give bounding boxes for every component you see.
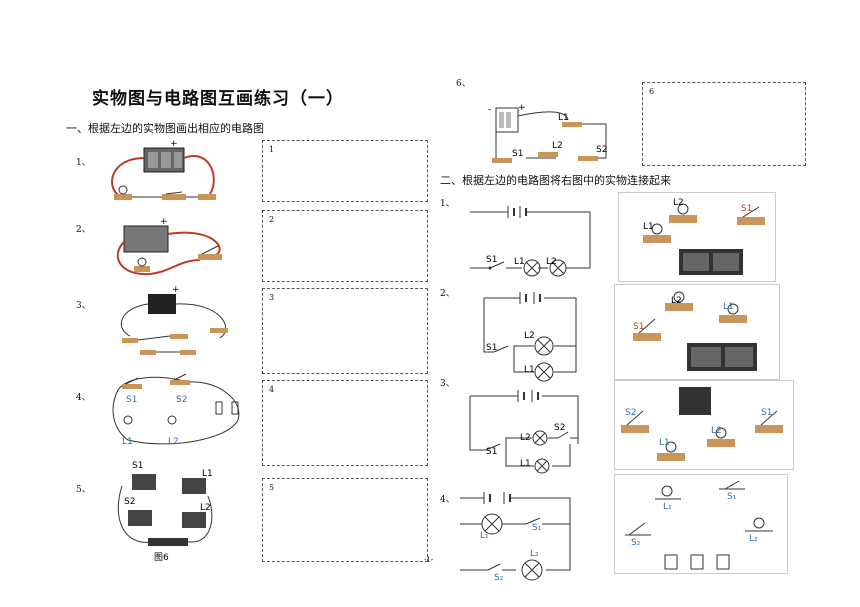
battery-icon (123, 225, 169, 253)
svg-text:L₂: L₂ (749, 534, 758, 544)
svg-text:S₁: S₁ (532, 523, 542, 533)
svg-text:L2: L2 (552, 141, 563, 151)
q3-number: 3、 (76, 301, 91, 311)
plus-label: + (170, 139, 178, 149)
q3-physical-circuit: + (120, 285, 228, 355)
svg-text:S1: S1 (486, 447, 497, 457)
svg-text:-: - (488, 105, 491, 115)
svg-text:L1: L1 (659, 438, 670, 448)
p2-q2-schematic: S1 L2 L1 (483, 292, 577, 382)
p2-q3-number: 3、 (440, 379, 455, 389)
answer-box-1[interactable]: 1 (262, 140, 428, 202)
q1-number: 1、 (76, 158, 91, 168)
q2-physical-circuit: + (116, 217, 222, 276)
p2-q1-schematic: S1 L1 L2 (470, 206, 591, 277)
svg-text:L₁: L₁ (480, 531, 489, 541)
svg-text:+: + (160, 217, 168, 227)
svg-text:L₂: L₂ (530, 549, 539, 559)
svg-text:L2: L2 (546, 257, 557, 267)
svg-text:S1: S1 (633, 322, 644, 332)
q6-physical-circuit: - + L1 S1 L2 S2 (488, 103, 607, 163)
q6-number: 6、 (456, 79, 471, 89)
answer-box-6[interactable]: 6 (642, 82, 806, 166)
svg-text:S2: S2 (625, 408, 636, 418)
bulb-icon (134, 257, 150, 272)
bulb-icon (114, 185, 132, 200)
p2-q1-number: 1、 (440, 199, 455, 209)
q5-physical-circuit: S1 L1 S2 L2 图6 (117, 461, 213, 563)
svg-text:S₂: S₂ (494, 573, 504, 583)
section-2-heading: 二、根据左边的电路图将右图中的实物连接起来 (440, 174, 671, 187)
svg-text:S1: S1 (486, 343, 497, 353)
q5-number: 5、 (76, 485, 91, 495)
switch-icon (162, 191, 186, 200)
svg-text:S1: S1 (126, 395, 137, 405)
p2-q3-schematic: S1 L2 S2 L1 (469, 390, 579, 474)
svg-text:L2: L2 (524, 331, 535, 341)
svg-text:L₁: L₁ (663, 502, 672, 512)
svg-text:L1: L1 (520, 459, 531, 469)
svg-text:L2: L2 (520, 433, 531, 443)
svg-text:S2: S2 (124, 497, 135, 507)
switch-s1-icon (122, 377, 142, 389)
battery-icon (143, 147, 185, 173)
section-1-heading: 一、根据左边的实物图画出相应的电路图 (66, 122, 264, 135)
q2-number: 2、 (76, 225, 91, 235)
svg-text:L1: L1 (202, 469, 213, 479)
q4-physical-circuit: S1 S2 L1 L2 (112, 373, 240, 447)
answer-box-2[interactable]: 2 (262, 210, 428, 282)
switch-s2-icon (170, 373, 190, 385)
svg-text:L1: L1 (524, 365, 535, 375)
svg-text:L2: L2 (711, 426, 722, 436)
svg-text:L1: L1 (643, 222, 654, 232)
page-number: -1- (424, 556, 434, 564)
p2-q2-number: 2、 (440, 289, 455, 299)
p2-q4-schematic: L₁ S₁ S₂ L₂ (460, 492, 571, 583)
svg-text:S1: S1 (512, 149, 523, 159)
figure-caption: 图6 (154, 552, 169, 563)
battery-icon (148, 294, 176, 314)
svg-text:L2: L2 (671, 296, 682, 306)
svg-text:L2: L2 (673, 198, 684, 208)
svg-text:L2: L2 (168, 437, 179, 447)
svg-text:S2: S2 (554, 423, 565, 433)
svg-text:L1: L1 (122, 437, 133, 447)
svg-text:L1: L1 (558, 113, 569, 123)
p2-q4-components: L₁ S₁ S₂ L₂ (614, 474, 788, 574)
svg-text:L1: L1 (723, 302, 734, 312)
p2-q1-components: L2 L1 S1 (618, 192, 776, 282)
svg-text:+: + (172, 285, 180, 295)
page-title: 实物图与电路图互画练习（一） (92, 89, 344, 109)
svg-text:S₁: S₁ (727, 492, 737, 502)
svg-text:L1: L1 (514, 257, 525, 267)
p2-q4-number: 4、 (440, 495, 455, 505)
svg-text:S1: S1 (741, 204, 752, 214)
q1-physical-circuit: + (111, 139, 216, 200)
q4-number: 4、 (76, 393, 91, 403)
p2-q3-components: S2 S1 L1 L2 (614, 380, 794, 470)
switch-icon (198, 245, 222, 260)
svg-text:+: + (518, 103, 526, 113)
svg-text:S2: S2 (596, 145, 607, 155)
svg-text:S₂: S₂ (631, 538, 641, 548)
svg-text:S1: S1 (132, 461, 143, 471)
answer-box-3[interactable]: 3 (262, 288, 428, 374)
p2-q2-components: L2 L1 S1 (614, 284, 780, 380)
svg-text:S1: S1 (761, 408, 772, 418)
svg-text:L2: L2 (200, 503, 211, 513)
answer-box-4[interactable]: 4 (262, 380, 428, 466)
svg-text:S1: S1 (486, 255, 497, 265)
svg-text:S2: S2 (176, 395, 187, 405)
answer-box-5[interactable]: 5 (262, 478, 428, 562)
